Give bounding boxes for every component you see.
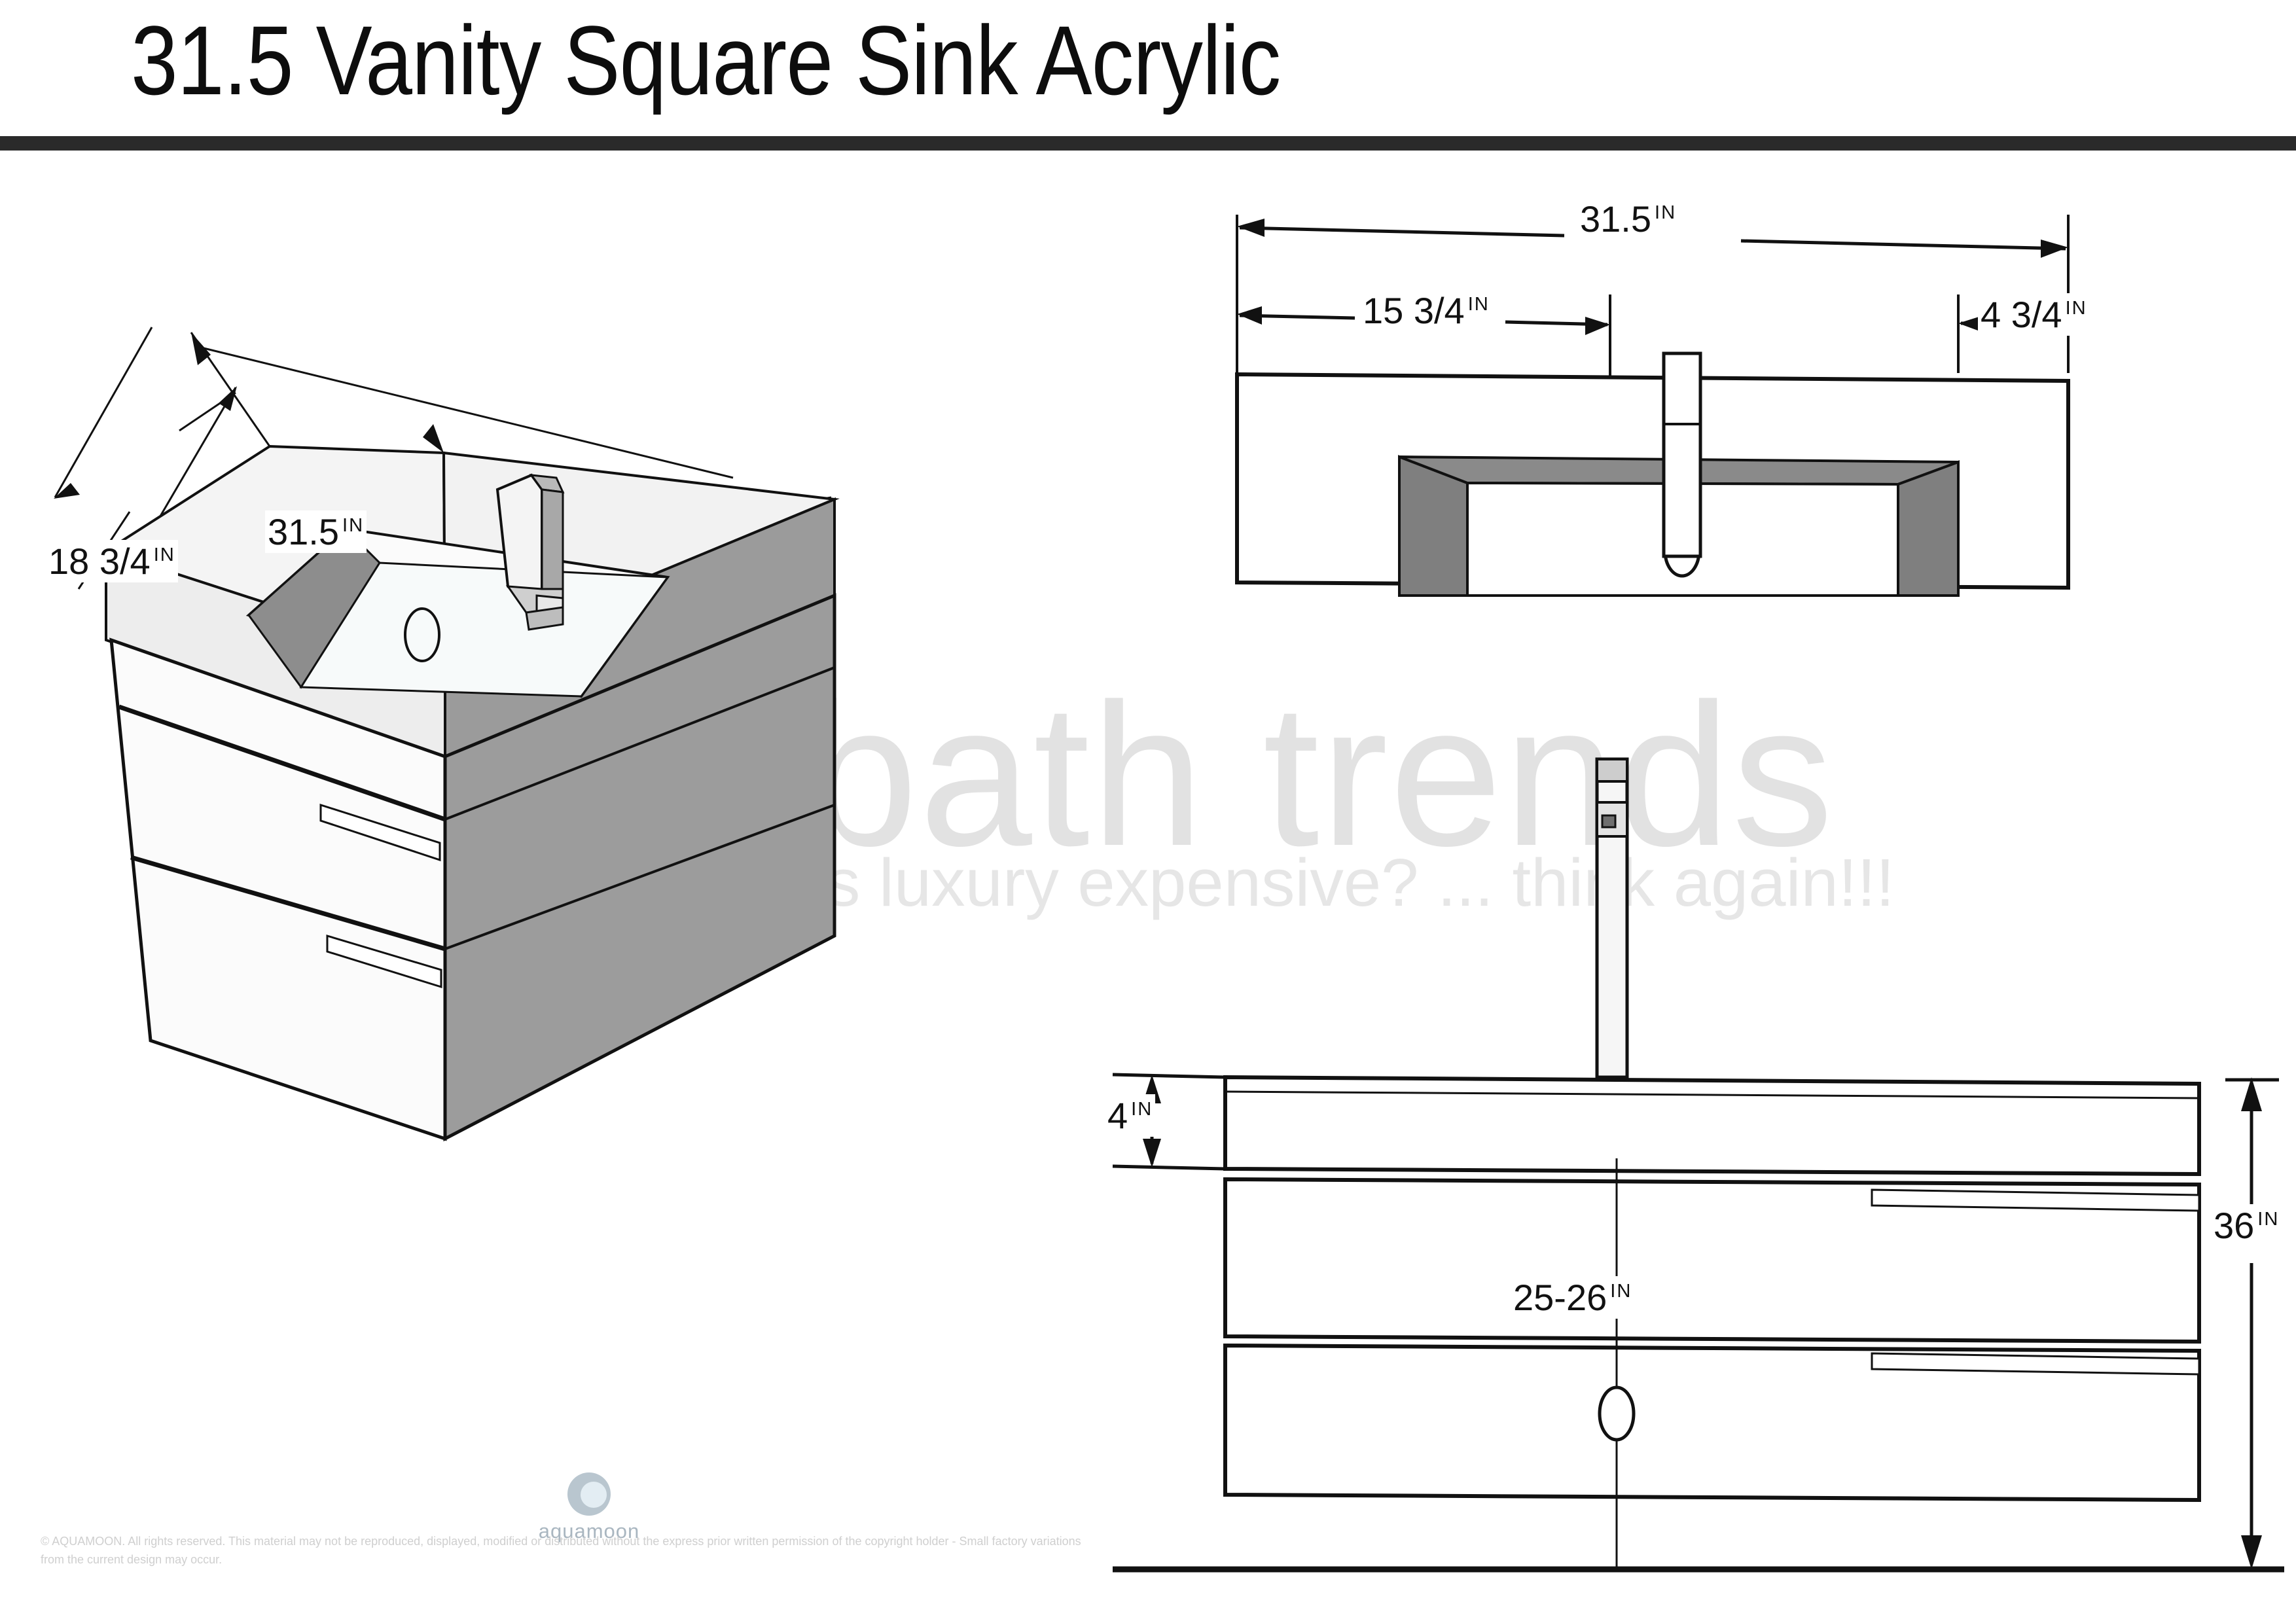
elevation-drawer-handle-bottom (1871, 1352, 2200, 1376)
page-title: 31.5 Vanity Square Sink Acrylic (131, 5, 1281, 115)
aquamoon-wordmark: aquamoon (538, 1520, 640, 1543)
header-divider (0, 136, 2296, 151)
iso-drawer-gap-top (118, 704, 446, 822)
plan-faucet (1662, 351, 1702, 558)
copyright-notice: © AQUAMOON. All rights reserved. This ma… (41, 1535, 1081, 1566)
elevation-height-dimension (2225, 1078, 2279, 1564)
aquamoon-logo: aquamoon (524, 1472, 655, 1543)
iso-depth-arrow-top (219, 386, 237, 411)
elevation-cabinet (1223, 1177, 2201, 1503)
iso-drain-icon (404, 607, 440, 662)
elevation-countertop (1223, 1075, 2201, 1177)
iso-depth-arrow-bottom (54, 483, 80, 499)
iso-drawer-gap-mid (130, 855, 446, 952)
iso-width-arrow-left (191, 332, 211, 365)
elevation-drawer-handle-top (1871, 1188, 2200, 1212)
iso-drawer-handle-bottom (326, 934, 442, 989)
plan-width-dimension (1239, 226, 2066, 251)
aquamoon-mark-icon (567, 1472, 611, 1516)
elevation-faucet (1595, 757, 1629, 1079)
iso-drawer-handle-top (319, 803, 441, 862)
iso-width-arrow-right (423, 424, 444, 453)
